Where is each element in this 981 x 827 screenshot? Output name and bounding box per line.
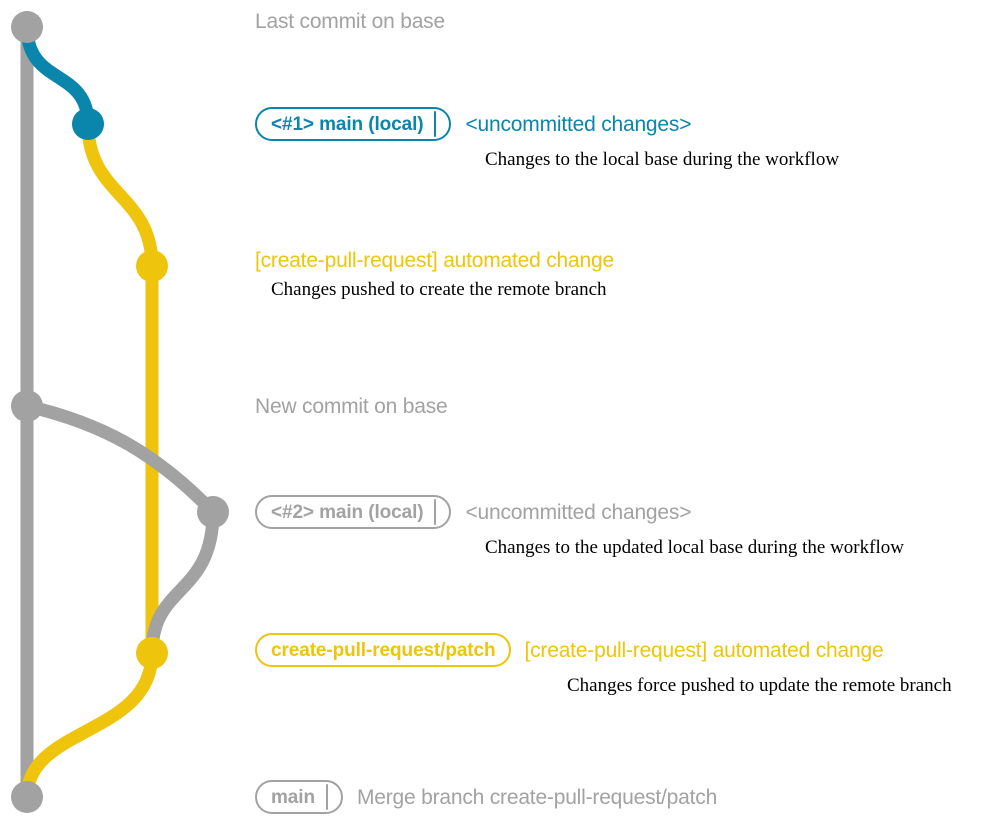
commit-headline: <#1> main (local) <uncommitted changes>	[255, 107, 839, 141]
commit-row-last-commit: Last commit on base	[255, 11, 445, 32]
commit-headline: [create-pull-request] automated change	[255, 250, 614, 271]
commit-subject: [create-pull-request] automated change	[524, 638, 884, 662]
ref-label-main-local-2[interactable]: <#2> main (local)	[255, 495, 452, 529]
commit-caption: Changes to the updated local base during…	[485, 537, 904, 558]
commit-headline: main Merge branch create-pull-request/pa…	[255, 780, 717, 814]
commit-subject: <uncommitted changes>	[465, 112, 692, 136]
ref-label-text: <#2> main (local)	[271, 501, 424, 523]
commit-row-local-1: <#1> main (local) <uncommitted changes> …	[255, 107, 839, 171]
commit-subject: [create-pull-request] automated change	[255, 249, 614, 272]
commit-row-new-commit: New commit on base	[255, 395, 448, 418]
commit-row-automated-1: [create-pull-request] automated change C…	[255, 250, 614, 301]
commit-row-automated-2: create-pull-request/patch [create-pull-r…	[255, 633, 952, 697]
commit-caption: Changes pushed to create the remote bran…	[271, 279, 607, 300]
commit-subject: New commit on base	[255, 395, 448, 418]
commit-row-merge: main Merge branch create-pull-request/pa…	[255, 780, 717, 814]
commit-headline: New commit on base	[255, 395, 448, 418]
commit-caption: Changes force pushed to update the remot…	[567, 675, 952, 696]
commit-row-local-2: <#2> main (local) <uncommitted changes> …	[255, 495, 904, 559]
commit-caption: Changes to the local base during the wor…	[485, 149, 840, 170]
commit-headline: <#2> main (local) <uncommitted changes>	[255, 495, 904, 529]
ref-label-main-local-1[interactable]: <#1> main (local)	[255, 107, 452, 141]
ref-label-main[interactable]: main	[255, 780, 343, 814]
commit-headline: create-pull-request/patch [create-pull-r…	[255, 633, 952, 667]
commit-headline: Last commit on base	[255, 11, 445, 32]
ref-label-text: create-pull-request/patch	[271, 639, 496, 661]
commit-subject: Merge branch create-pull-request/patch	[356, 785, 718, 809]
commit-subject: Last commit on base	[255, 10, 445, 33]
ref-label-create-pull-request-patch[interactable]: create-pull-request/patch	[255, 633, 511, 667]
ref-label-text: <#1> main (local)	[271, 113, 424, 135]
commit-subject: <uncommitted changes>	[465, 500, 692, 524]
ref-label-text: main	[271, 786, 315, 808]
